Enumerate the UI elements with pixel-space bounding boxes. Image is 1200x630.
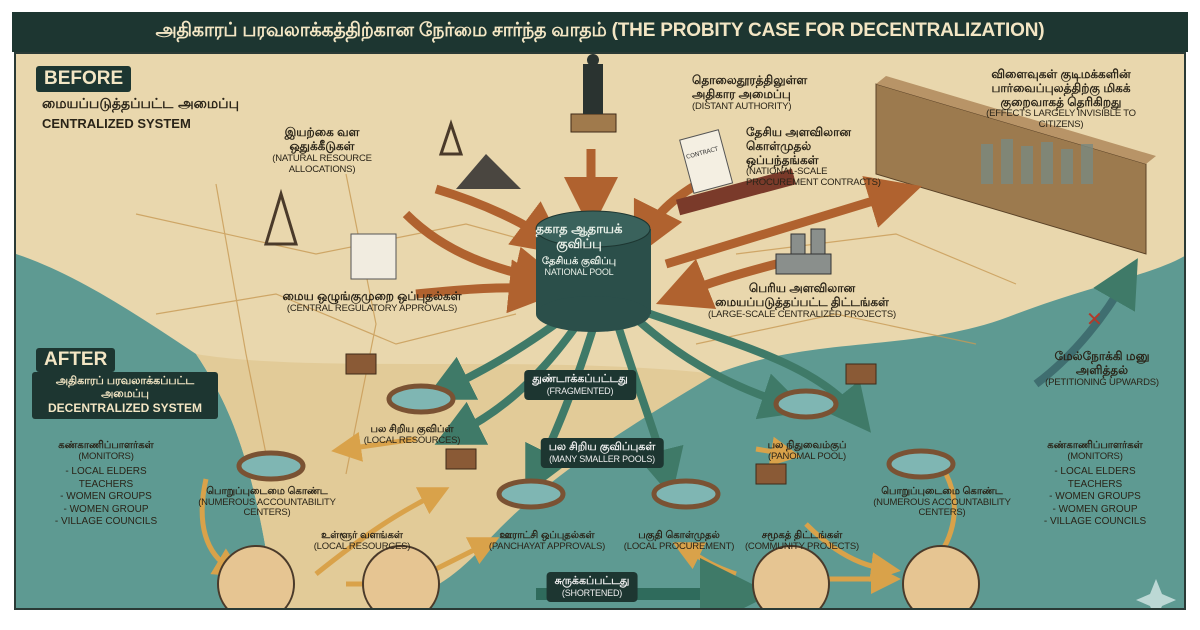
community-circle-4 xyxy=(902,545,980,608)
community-circle-1 xyxy=(217,545,295,608)
pool-panomal xyxy=(773,388,839,420)
monitors-right: கண்காணிப்பாளர்கள் (MONITORS) - LOCAL ELD… xyxy=(1020,440,1170,529)
small-pools-label: பல சிறிய குவிப்ள்(LOCAL RESOURCES) xyxy=(363,424,461,446)
blocked-x-icon: ✕ xyxy=(1086,307,1103,331)
documents-stack-icon xyxy=(350,233,397,280)
infographic-canvas: ✕ CONTRACT xyxy=(14,52,1186,610)
community-circle-2 xyxy=(362,545,440,608)
authority-figure xyxy=(583,64,603,114)
local-resources-label: உள்ளூர் வளங்கள்(LOCAL RESOURCES) xyxy=(313,530,411,552)
natural-resources-label: இயற்கை வள ஒதுக்கீடுகள்(NATURAL RESOURCE … xyxy=(272,125,372,175)
after-badge: AFTER xyxy=(36,348,116,372)
pool-local-1 xyxy=(236,450,306,482)
panchayat-approvals-label: ஊராட்சி ஒப்புதல்கள்(PANCHAYAT APPROVALS) xyxy=(488,530,606,552)
land-south xyxy=(196,354,716,608)
pool-accountability-right xyxy=(886,448,956,480)
sea-west xyxy=(16,254,276,608)
community-projects-label: சமூகத் திட்டங்கள்(COMMUNITY PROJECTS) xyxy=(744,530,860,552)
centralized-title-en: CENTRALIZED SYSTEM xyxy=(42,116,191,131)
before-badge: BEFORE xyxy=(36,66,132,92)
decentralized-title-box: அதிகாரப் பரவலாக்கப்பட்ட அமைப்பு DECENTRA… xyxy=(32,372,218,419)
petitioning-upwards-label: மேல்நோக்கி மனு அளித்தல்(PETITIONING UPWA… xyxy=(1045,349,1159,388)
sea-east xyxy=(418,256,1184,608)
monitors-left: கண்காணிப்பாளர்கள் (MONITORS) - LOCAL ELD… xyxy=(31,440,181,529)
pool-local-2 xyxy=(386,383,456,415)
accountability-centers-left: பொறுப்புடைமை கொண்ட(NUMEROUS ACCOUNTABILI… xyxy=(198,486,336,519)
village-hut xyxy=(345,353,377,375)
national-pool-cylinder xyxy=(535,210,651,332)
pedestal xyxy=(570,113,617,133)
factory-icon xyxy=(775,228,832,275)
centralized-title-ta: மையப்படுத்தப்பட்ட அமைப்பு xyxy=(42,96,239,112)
coal-pile-icon xyxy=(456,154,521,189)
village-hut xyxy=(445,448,477,470)
fragmented-label: துண்டாக்கப்பட்டது(FRAGMENTED) xyxy=(524,370,636,400)
map-illustration: ✕ CONTRACT xyxy=(16,54,1184,608)
contract-document-icon xyxy=(679,129,734,194)
village-hut xyxy=(755,463,787,485)
shortened-label: சுருக்கப்பட்டது(SHORTENED) xyxy=(546,572,638,602)
distant-authority-label: தொலைதூரத்திலுள்ள அதிகார அமைப்பு(DISTANT … xyxy=(692,73,808,112)
centralized-projects-label: பெரிய அளவிலான மையப்படுத்தப்பட்ட திட்டங்க… xyxy=(708,281,896,320)
pool-procurement xyxy=(651,478,721,510)
oil-rig-icon xyxy=(438,119,464,156)
train-icon xyxy=(675,168,797,216)
national-pool-label: தகாத ஆதாயக் குவிப்பு தேசியக் குவிப்பு NA… xyxy=(535,221,623,278)
panomal-pool-label: பல நிதுவைம்குப்(PANOMAL POOL) xyxy=(767,440,847,462)
pool-panchayat xyxy=(496,478,566,510)
village-hut xyxy=(845,363,877,385)
many-smaller-pools-label: பல சிறிய குவிப்புகள்(MANY SMALLER POOLS) xyxy=(540,438,664,468)
local-procurement-label: பகுதி கொள்முதல்(LOCAL PROCUREMENT) xyxy=(623,530,735,552)
sparkle-icon xyxy=(1136,579,1176,608)
oil-rig-icon xyxy=(263,188,299,246)
effects-invisible-label: விளைவுகள் குடிமக்களின் பார்வைப்புலத்திற்… xyxy=(986,67,1136,131)
procurement-contracts-label: தேசிய அளவிலான கொள்முதல் ஒப்பந்தங்கள்(NAT… xyxy=(746,125,881,189)
regulatory-approvals-label: மைய ஒழுங்குமுறை ஒப்புதல்கள்(CENTRAL REGU… xyxy=(282,289,462,314)
citizens-group-icon xyxy=(981,139,1093,184)
page-title: அதிகாரப் பரவலாக்கத்திற்கான நேர்மை சார்ந்… xyxy=(12,12,1188,52)
community-circle-3 xyxy=(752,545,830,608)
accountability-centers-right: பொறுப்புடைமை கொண்ட(NUMEROUS ACCOUNTABILI… xyxy=(873,486,1011,519)
